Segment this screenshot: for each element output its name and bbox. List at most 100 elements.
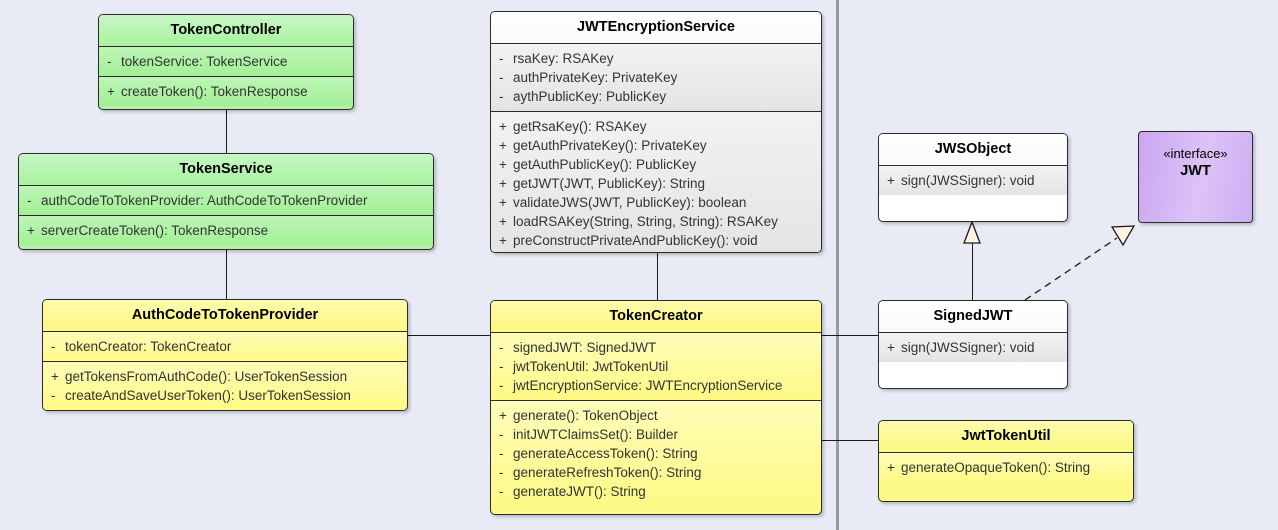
visibility-marker: + <box>27 222 35 238</box>
class-box-jwsobject[interactable]: JWSObject + sign(JWSSigner): void <box>878 133 1068 222</box>
attribute-row: - aythPublicKey: PublicKey <box>491 87 821 106</box>
method-label: generate(): TokenObject <box>513 407 658 423</box>
class-box-tokencreator[interactable]: TokenCreator - signedJWT: SignedJWT - jw… <box>490 300 822 515</box>
attributes-compartment-tokencontroller: - tokenService: TokenService <box>99 45 353 76</box>
methods-compartment-tokenservice: + serverCreateToken(): TokenResponse <box>19 214 433 245</box>
visibility-marker: - <box>499 464 504 480</box>
attribute-label: aythPublicKey: PublicKey <box>513 88 667 104</box>
stereotype-label: «interface» <box>1163 146 1228 161</box>
attributes-compartment-tokencreator: - signedJWT: SignedJWT - jwtTokenUtil: J… <box>491 331 821 400</box>
attributes-compartment-authcodetotokenprovider: - tokenCreator: TokenCreator <box>43 330 407 361</box>
visibility-marker: + <box>499 194 507 210</box>
attribute-label: signedJWT: SignedJWT <box>513 339 657 355</box>
generalization-arrowhead-jwsobject <box>963 220 981 244</box>
method-row: + sign(JWSSigner): void <box>879 171 1067 190</box>
attribute-row: - tokenService: TokenService <box>99 52 353 71</box>
class-title-jwt: JWT <box>1180 163 1211 179</box>
connector-authcodetotokenprovider-tokencreator <box>408 335 490 336</box>
visibility-marker: - <box>499 358 504 374</box>
attribute-row: - authCodeToTokenProvider: AuthCodeToTok… <box>19 191 433 210</box>
method-label: getTokensFromAuthCode(): UserTokenSessio… <box>65 368 348 384</box>
visibility-marker: - <box>107 53 112 69</box>
method-label: preConstructPrivateAndPublicKey(): void <box>513 232 758 248</box>
method-row: + getAuthPublicKey(): PublicKey <box>491 155 821 174</box>
class-box-signedjwt[interactable]: SignedJWT + sign(JWSSigner): void <box>878 300 1068 389</box>
methods-compartment-tokencreator: + generate(): TokenObject - initJWTClaim… <box>491 399 821 506</box>
class-box-tokenservice[interactable]: TokenService - authCodeToTokenProvider: … <box>18 153 434 250</box>
method-label: generateRefreshToken(): String <box>513 464 702 480</box>
attribute-label: authPrivateKey: PrivateKey <box>513 69 678 85</box>
visibility-marker: - <box>499 69 504 85</box>
attribute-label: rsaKey: RSAKey <box>513 50 614 66</box>
method-label: generateOpaqueToken(): String <box>901 459 1091 475</box>
connector-tokenservice-authcodetotokenprovider <box>226 250 227 300</box>
methods-compartment-authcodetotokenprovider: + getTokensFromAuthCode(): UserTokenSess… <box>43 360 407 410</box>
visibility-marker: - <box>499 88 504 104</box>
method-row: - generateRefreshToken(): String <box>491 463 821 482</box>
visibility-marker: + <box>499 137 507 153</box>
method-label: createAndSaveUserToken(): UserTokenSessi… <box>65 387 351 403</box>
class-box-authcodetotokenprovider[interactable]: AuthCodeToTokenProvider - tokenCreator: … <box>42 299 408 411</box>
method-label: getAuthPublicKey(): PublicKey <box>513 156 697 172</box>
class-title-jwsobject: JWSObject <box>879 134 1067 165</box>
method-label: sign(JWSSigner): void <box>901 172 1035 188</box>
visibility-marker: + <box>887 339 895 355</box>
method-row: + serverCreateToken(): TokenResponse <box>19 221 433 240</box>
method-row: + generateOpaqueToken(): String <box>879 458 1133 477</box>
method-row: + validateJWS(JWT, PublicKey): boolean <box>491 193 821 212</box>
visibility-marker: - <box>51 387 56 403</box>
method-row: + getRsaKey(): RSAKey <box>491 117 821 136</box>
attribute-label: jwtTokenUtil: JwtTokenUtil <box>513 358 669 374</box>
class-title-authcodetotokenprovider: AuthCodeToTokenProvider <box>43 300 407 331</box>
methods-compartment-jwttokenutil: + generateOpaqueToken(): String <box>879 451 1133 482</box>
methods-compartment-signedjwt: + sign(JWSSigner): void <box>879 331 1067 362</box>
visibility-marker: + <box>51 368 59 384</box>
method-row: + createToken(): TokenResponse <box>99 82 353 101</box>
class-title-tokencreator: TokenCreator <box>491 301 821 332</box>
attribute-row: - signedJWT: SignedJWT <box>491 338 821 357</box>
visibility-marker: + <box>499 156 507 172</box>
attribute-row: - rsaKey: RSAKey <box>491 49 821 68</box>
connector-tokencreator-jwttokenutil <box>820 440 880 441</box>
method-label: sign(JWSSigner): void <box>901 339 1035 355</box>
method-label: generateJWT(): String <box>513 483 646 499</box>
method-row: + preConstructPrivateAndPublicKey(): voi… <box>491 231 821 250</box>
method-row: - initJWTClaimsSet(): Builder <box>491 425 821 444</box>
connector-tokencontroller-tokenservice <box>226 110 227 154</box>
attribute-label: jwtEncryptionService: JWTEncryptionServi… <box>513 377 783 393</box>
class-title-tokencontroller: TokenController <box>99 15 353 46</box>
visibility-marker: - <box>499 50 504 66</box>
connector-signedjwt-jwsobject <box>972 243 973 300</box>
method-label: loadRSAKey(String, String, String): RSAK… <box>513 213 778 229</box>
class-box-jwt-interface[interactable]: «interface» JWT <box>1138 131 1253 223</box>
method-label: validateJWS(JWT, PublicKey): boolean <box>513 194 747 210</box>
class-box-tokencontroller[interactable]: TokenController - tokenService: TokenSer… <box>98 14 354 110</box>
visibility-marker: + <box>499 175 507 191</box>
visibility-marker: + <box>499 232 507 248</box>
visibility-marker: + <box>499 118 507 134</box>
class-title-jwtencryptionservice: JWTEncryptionService <box>491 12 821 43</box>
realization-line-signedjwt-jwt <box>1024 237 1118 301</box>
realization-arrowhead-jwt <box>1110 225 1136 247</box>
attribute-label: tokenService: TokenService <box>121 53 288 69</box>
attribute-label: tokenCreator: TokenCreator <box>65 338 232 354</box>
method-row: - createAndSaveUserToken(): UserTokenSes… <box>43 386 407 405</box>
methods-compartment-jwtencryptionservice: + getRsaKey(): RSAKey + getAuthPrivateKe… <box>491 110 821 252</box>
class-box-jwtencryptionservice[interactable]: JWTEncryptionService - rsaKey: RSAKey - … <box>490 11 822 253</box>
method-label: generateAccessToken(): String <box>513 445 698 461</box>
visibility-marker: - <box>51 338 56 354</box>
visibility-marker: - <box>499 426 504 442</box>
visibility-marker: + <box>107 83 115 99</box>
method-row: + getTokensFromAuthCode(): UserTokenSess… <box>43 367 407 386</box>
method-row: + generate(): TokenObject <box>491 406 821 425</box>
class-box-jwttokenutil[interactable]: JwtTokenUtil + generateOpaqueToken(): St… <box>878 420 1134 502</box>
visibility-marker: - <box>499 377 504 393</box>
method-row: + sign(JWSSigner): void <box>879 338 1067 357</box>
method-row: + getJWT(JWT, PublicKey): String <box>491 174 821 193</box>
visibility-marker: + <box>887 172 895 188</box>
class-title-tokenservice: TokenService <box>19 154 433 185</box>
method-label: getJWT(JWT, PublicKey): String <box>513 175 706 191</box>
page-divider <box>836 0 839 530</box>
methods-compartment-jwsobject: + sign(JWSSigner): void <box>879 164 1067 195</box>
